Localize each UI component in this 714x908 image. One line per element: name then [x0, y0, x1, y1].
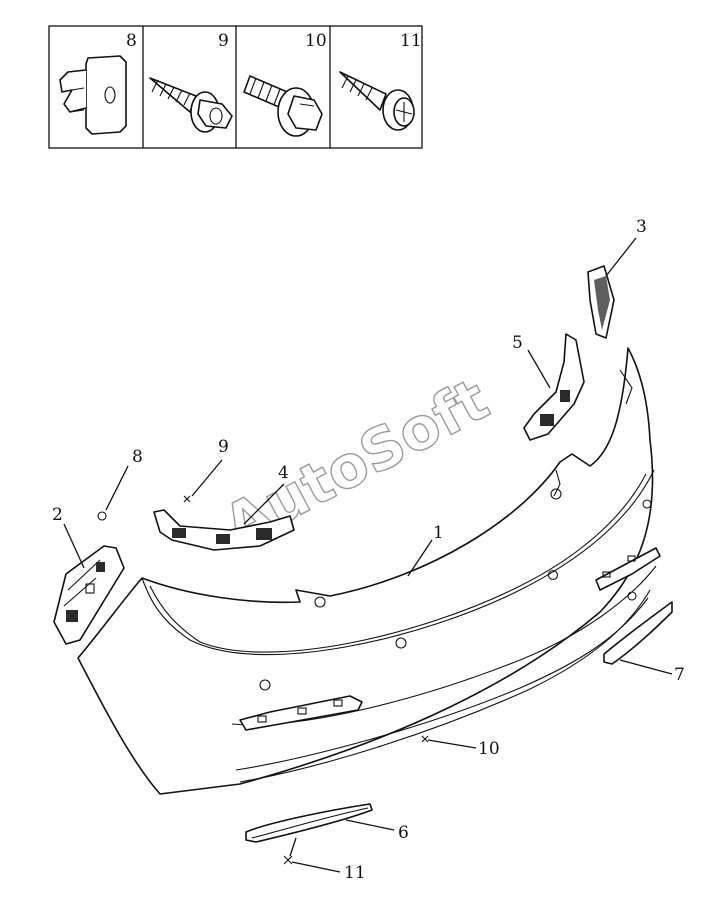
side-bracket-left — [53, 545, 125, 645]
callout-9: 9 — [218, 437, 229, 457]
table-number-8: 8 — [126, 31, 137, 51]
center-bracket — [153, 509, 295, 551]
callout-3: 3 — [636, 217, 647, 237]
leader-lines — [63, 237, 673, 873]
callout-4: 4 — [278, 463, 289, 483]
table-number-10: 10 — [305, 31, 327, 51]
callout-6: 6 — [398, 823, 409, 843]
callout-1: 1 — [433, 523, 444, 543]
lower-trim-strip — [245, 803, 373, 843]
bumper-cover — [77, 347, 661, 795]
table-number-11: 11 — [400, 31, 422, 51]
upper-bracket — [523, 333, 585, 441]
callout-11: 11 — [344, 863, 366, 883]
callout-7: 7 — [674, 665, 685, 685]
tapping-screw-icon — [339, 71, 415, 131]
callout-10: 10 — [478, 739, 500, 759]
reflector-strip — [603, 601, 673, 665]
fastener-table: 8 9 10 11 — [48, 25, 423, 149]
hex-bolt-icon — [243, 75, 323, 137]
clip-8-marker — [97, 511, 107, 521]
callout-8: 8 — [132, 447, 143, 467]
flange-screw-icon — [149, 77, 233, 133]
table-number-9: 9 — [218, 31, 229, 51]
bolt-10-marker — [421, 735, 429, 743]
screw-11-marker — [283, 855, 293, 865]
callout-2: 2 — [52, 505, 63, 525]
push-nut-clip-icon — [59, 55, 127, 135]
screw-9-marker — [183, 495, 191, 503]
callout-5: 5 — [512, 333, 523, 353]
side-bracket-right — [587, 265, 615, 339]
